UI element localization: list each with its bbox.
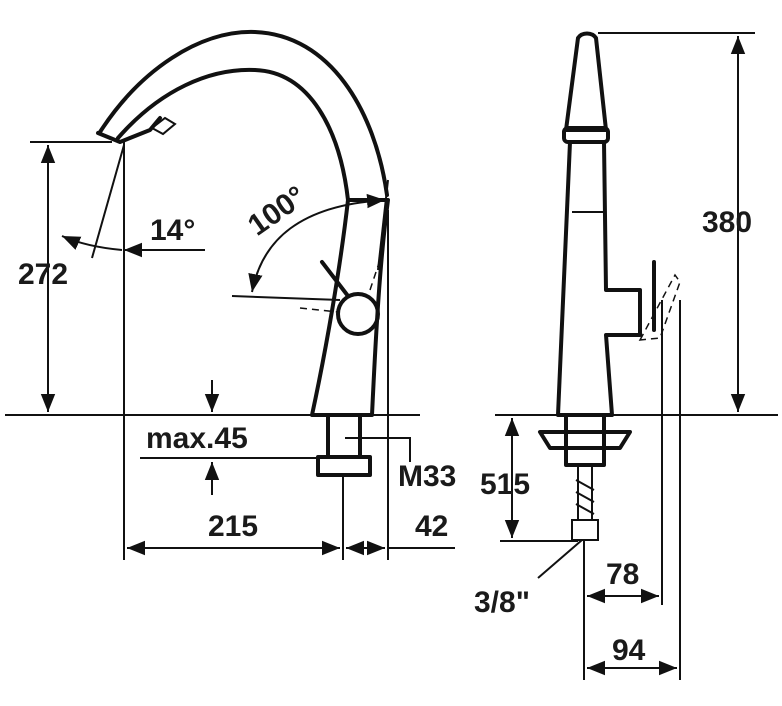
side-base-flange [538, 430, 632, 450]
label-380: 380 [702, 206, 752, 239]
side-hose [571, 465, 599, 541]
shank [326, 413, 362, 459]
faucet-front-view [96, 29, 390, 477]
label-42: 42 [415, 510, 448, 543]
label-max-45: max.45 [146, 422, 248, 455]
side-body [556, 140, 642, 417]
lever-alt-position-1 [299, 307, 339, 313]
label-m33: M33 [398, 460, 456, 493]
nozzle [150, 116, 177, 136]
label-14-deg: 14° [150, 214, 195, 247]
label-3-8: 3/8" [474, 586, 530, 619]
label-94: 94 [612, 634, 646, 667]
lever-hub [336, 292, 380, 336]
label-100-deg: 100° [242, 180, 312, 243]
faucet-side-view [538, 31, 681, 541]
label-215: 215 [208, 510, 258, 543]
label-515: 515 [480, 468, 530, 501]
mount-nut [316, 455, 372, 477]
front-dimensions [30, 141, 455, 560]
label-272: 272 [18, 258, 68, 291]
dim-100-arc [248, 193, 386, 293]
spout-inner [116, 67, 350, 202]
side-dimensions [500, 32, 755, 680]
spray-head [96, 116, 162, 144]
spout-outer [98, 29, 389, 197]
side-lever-alt [638, 273, 681, 341]
side-spout-tip [564, 31, 608, 132]
label-78: 78 [606, 558, 639, 591]
dim-14-arc [61, 235, 123, 251]
side-shank [564, 413, 606, 467]
